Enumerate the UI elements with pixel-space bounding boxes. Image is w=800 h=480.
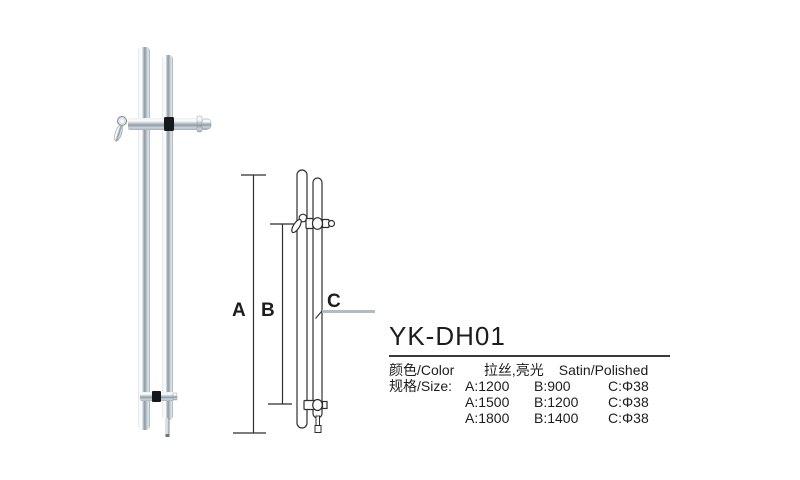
product-model-title: YK-DH01	[389, 321, 506, 351]
size-c-value: C:Φ38	[608, 394, 649, 410]
handle-dimension-drawing: A B C	[232, 169, 375, 434]
photo-right-tube-spindle	[165, 418, 170, 436]
outline-bottom-stub	[321, 400, 328, 410]
photo-bottom-band	[152, 391, 161, 402]
size-a-value: A:1800	[465, 410, 510, 426]
size-label-spacer	[389, 410, 465, 426]
color-value-cn: 拉丝,亮光	[483, 362, 544, 378]
color-spec-row: 颜色/Color 拉丝,亮光 Satin/Polished	[389, 362, 681, 378]
photo-lock-knob	[201, 118, 212, 130]
size-spec-table: 规格/Size: A:1200 B:900 C:Φ38 A:1500 B:120…	[389, 378, 681, 426]
outline-key-lever	[291, 218, 302, 234]
size-b-value: B:900	[534, 378, 571, 394]
color-label: 颜色/Color	[389, 362, 455, 378]
handle-photo-illustration	[114, 47, 212, 437]
photo-key-ring-hole	[120, 119, 124, 123]
outline-left-tube	[296, 169, 308, 429]
photo-bottom-connector-nub	[172, 392, 178, 401]
dim-c-label: C	[327, 291, 341, 312]
photo-lock-band	[164, 117, 174, 131]
size-b-value: B:1200	[534, 394, 579, 410]
outline-bottom-collar	[312, 398, 323, 412]
divider-line	[389, 355, 670, 357]
outline-right-tube	[312, 177, 323, 419]
photo-right-tube	[162, 55, 173, 420]
dim-a-label: A	[232, 300, 246, 321]
size-c-value: C:Φ38	[608, 410, 649, 426]
dim-b-label: B	[261, 300, 275, 321]
photo-spindle-tip	[165, 434, 170, 437]
color-value-en: Satin/Polished	[558, 362, 649, 378]
dim-c-leader	[315, 310, 323, 319]
outline-lock-collar	[311, 217, 324, 230]
outline-spindle-foot	[314, 425, 322, 433]
photo-key-lever	[114, 124, 123, 142]
size-label-spacer	[389, 394, 465, 410]
size-c-value: C:Φ38	[608, 378, 649, 394]
product-info: YK-DH01 颜色/Color 拉丝,亮光 Satin/Polished 规格…	[389, 321, 681, 426]
size-b-value: B:1400	[534, 410, 579, 426]
photo-lock-flange	[196, 115, 203, 133]
size-label: 规格/Size:	[389, 378, 453, 394]
outline-lock-knob	[327, 219, 336, 228]
size-a-value: A:1500	[465, 394, 510, 410]
size-a-value: A:1200	[465, 378, 510, 394]
photo-left-tube	[138, 47, 150, 430]
